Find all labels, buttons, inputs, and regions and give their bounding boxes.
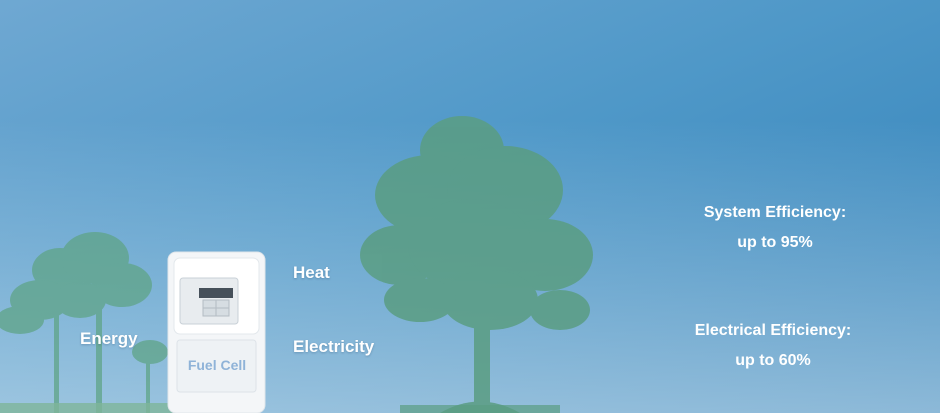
electrical-efficiency-title: Electrical Efficiency: bbox=[694, 322, 852, 339]
tree-icon bbox=[0, 232, 168, 413]
heat-label: Heat bbox=[293, 263, 330, 282]
system-efficiency-value: up to 95% bbox=[737, 234, 813, 251]
energy-label: Energy bbox=[80, 329, 138, 348]
electrical-efficiency-block: Electrical Efficiency: up to 60% bbox=[663, 316, 883, 376]
electricity-label: Electricity bbox=[293, 337, 375, 356]
tree-icon bbox=[360, 116, 593, 413]
system-efficiency-title: System Efficiency: bbox=[703, 204, 847, 221]
ground-strip bbox=[400, 405, 560, 413]
fuel-cell-label: Fuel Cell bbox=[187, 357, 247, 373]
fuel-cell-unit-icon bbox=[167, 251, 266, 413]
ground-strip bbox=[0, 403, 200, 413]
system-efficiency-block: System Efficiency: up to 95% bbox=[665, 198, 885, 258]
electrical-efficiency-value: up to 60% bbox=[735, 352, 811, 369]
